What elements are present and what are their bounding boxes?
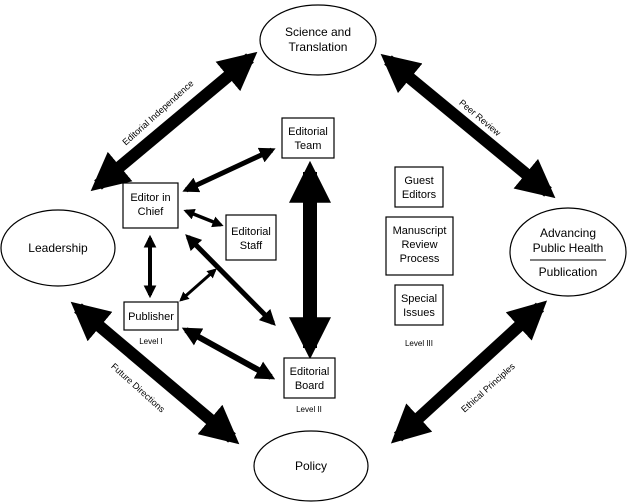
arrow-leadership-policy <box>70 301 240 445</box>
box-editorial-team: Editorial Team <box>281 117 335 159</box>
box-special-issues-line-1: Special <box>401 293 437 305</box>
arrow-science-leadership <box>90 51 258 192</box>
box-special-issues: Special Issues <box>394 284 444 326</box>
arrow-publisher-board <box>181 327 276 380</box>
box-editorial-staff: Editorial Staff <box>225 214 277 261</box>
box-guest-editors-line-1: Guest <box>404 175 433 187</box>
arrow-advancing-policy <box>390 300 548 444</box>
box-editor-in-chief-line-1: Editor in <box>130 192 170 204</box>
level-2-label: Level II <box>296 405 322 414</box>
level-3-label: Level III <box>405 339 433 348</box>
level-1-label: Level I <box>139 337 163 346</box>
box-editor-in-chief-line-2: Chief <box>138 206 165 218</box>
arrow-chief-board <box>185 234 276 326</box>
box-manuscript-review-process: Manuscript Review Process <box>385 216 454 276</box>
box-editorial-board: Editorial Board <box>283 357 336 399</box>
node-science-line-2: Translation <box>289 40 348 54</box>
node-advancing-line-1: Advancing <box>540 226 596 240</box>
node-advancing-line-2: Public Health <box>533 241 604 255</box>
box-special-issues-line-2: Issues <box>403 307 435 319</box>
node-advancing-publication: Publication <box>539 265 598 279</box>
box-guest-editors-line-2: Editors <box>402 189 437 201</box>
box-publisher-label: Publisher <box>128 311 174 323</box>
node-science-and-translation: Science and Translation <box>259 4 377 76</box>
box-editorial-staff-line-1: Editorial <box>231 226 271 238</box>
arrow-publisher-staff <box>179 268 217 302</box>
node-leadership: Leadership <box>0 209 116 287</box>
box-guest-editors: Guest Editors <box>394 166 444 208</box>
box-editorial-staff-line-2: Staff <box>240 240 263 252</box>
box-editorial-team-line-2: Team <box>295 140 322 152</box>
box-publisher: Publisher <box>123 301 179 331</box>
box-manuscript-line-1: Manuscript <box>393 225 447 237</box>
arrow-chief-team <box>182 147 276 193</box>
node-leadership-label: Leadership <box>28 241 88 255</box>
box-editorial-board-line-1: Editorial <box>290 366 330 378</box>
arrow-chief-staff <box>183 208 224 228</box>
node-advancing-public-health: Advancing Public Health Publication <box>509 207 627 297</box>
node-policy: Policy <box>253 430 369 502</box>
node-policy-label: Policy <box>295 459 327 473</box>
box-manuscript-line-3: Process <box>400 253 440 265</box>
node-science-line-1: Science and <box>285 25 351 39</box>
box-editor-in-chief: Editor in Chief <box>122 182 179 229</box>
box-editorial-team-line-1: Editorial <box>288 126 328 138</box>
arrow-science-advancing <box>380 53 556 199</box>
box-manuscript-line-2: Review <box>401 239 437 251</box>
box-editorial-board-line-2: Board <box>295 380 324 392</box>
